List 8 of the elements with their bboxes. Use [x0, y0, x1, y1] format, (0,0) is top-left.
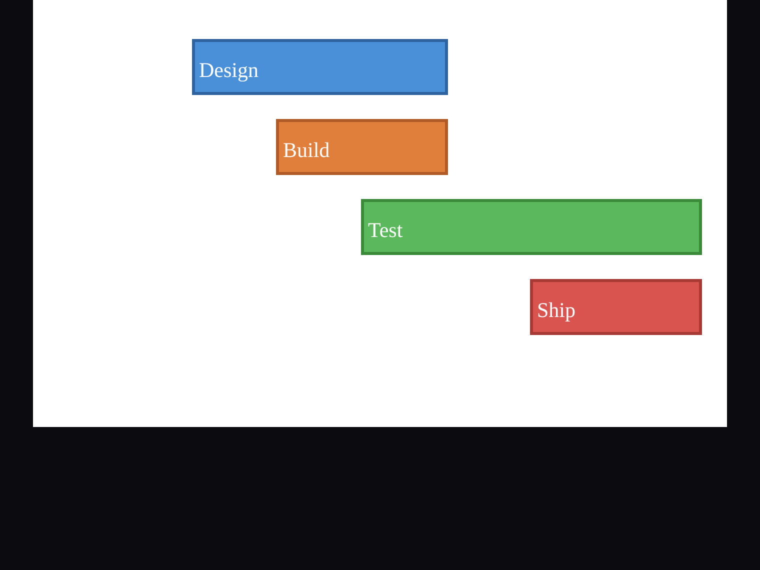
task-bar [192, 39, 448, 95]
task-label: Design [198, 58, 258, 82]
task-label: Test [367, 218, 403, 242]
task-label: Build [282, 138, 330, 162]
task-bar [530, 279, 702, 335]
task-label: Ship [536, 298, 576, 322]
task-bar [276, 119, 448, 175]
task-bar [361, 199, 702, 255]
